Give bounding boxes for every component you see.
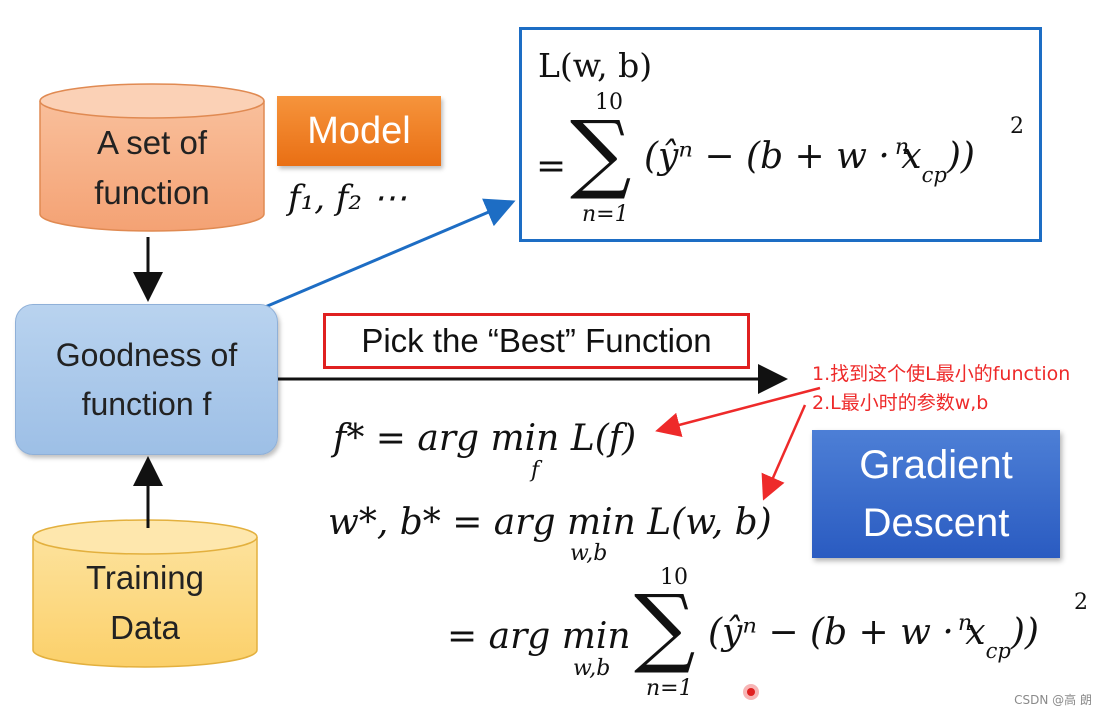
loss-sum-upper: 10 (595, 90, 623, 115)
loss-function-box: L(w, b) = 10 ∑ n=1 (ŷⁿ − (b + w · xcp)) … (519, 27, 1042, 242)
loss-sigma: ∑ (570, 103, 632, 203)
watermark: CSDN @高 朗 (1014, 693, 1092, 707)
loss-x-sup: n (895, 135, 910, 160)
set-of-function-cylinder (39, 83, 265, 232)
expanded-x-sup: n (958, 611, 973, 636)
loss-expression: (ŷⁿ − (b + w · xcp)) (644, 136, 975, 187)
expanded-sum-upper: 10 (660, 565, 688, 590)
arrow-goodness-to-loss (257, 198, 516, 312)
training-data-cylinder (32, 519, 258, 668)
set-of-function-line2: function (94, 174, 210, 211)
expanded-x-sub: cp (985, 639, 1011, 664)
loss-close: )) (946, 136, 975, 177)
expanded-close: )) (1010, 612, 1039, 653)
goodness-line2: function f (81, 385, 212, 422)
expanded-expr-text: (ŷⁿ − (b + w · x (708, 612, 986, 653)
annotation-arrow-1 (655, 386, 821, 438)
expanded-sum-lower: n=1 (646, 676, 693, 701)
expanded-square: 2 (1074, 590, 1088, 615)
loss-square: 2 (1010, 114, 1024, 139)
training-data-label: Training Data (33, 553, 257, 653)
training-data-line2: Data (110, 609, 180, 646)
annotation-note-2: 2.L最小时的参数w,b (812, 392, 989, 414)
set-of-function-line1: A set of (96, 124, 208, 161)
descent-label: Descent (862, 501, 1010, 545)
wb-star-subscript: w,b (570, 541, 608, 566)
gradient-label: Gradient (859, 443, 1013, 487)
model-box: Model (277, 96, 441, 166)
f-star-subscript: f (531, 458, 540, 483)
cursor-indicator (743, 684, 759, 700)
wb-star-equation: w*, b* = arg min L(w, b) (328, 502, 772, 543)
function-list: f₁, f₂ ⋯ (288, 178, 407, 218)
expanded-sigma: ∑ (634, 577, 696, 677)
expanded-expression: (ŷⁿ − (b + w · xcp)) (708, 612, 1039, 663)
set-of-function-label: A set of function (40, 118, 264, 218)
gradient-descent-box: Gradient Descent (812, 430, 1060, 558)
goodness-line1: Goodness of (55, 336, 238, 373)
loss-equals: = (536, 146, 567, 187)
pick-best-function-box: Pick the “Best” Function (323, 313, 750, 369)
loss-x-sub: cp (921, 163, 947, 188)
loss-title: L(w, b) (538, 46, 653, 85)
loss-sum-lower: n=1 (582, 202, 629, 227)
expanded-argmin-subscript: w,b (573, 656, 611, 681)
loss-expr-text: (ŷⁿ − (b + w · x (644, 136, 922, 177)
pick-best-function-label: Pick the “Best” Function (361, 322, 712, 359)
f-star-equation: f* = arg min L(f) (333, 418, 637, 459)
annotation-arrow-2 (761, 404, 807, 501)
goodness-of-function-box: Goodness of function f (15, 304, 278, 455)
training-data-line1: Training (86, 559, 204, 596)
expanded-argmin: = arg min (447, 616, 631, 657)
annotation-note-1: 1.找到这个使L最小的function (812, 363, 1071, 385)
model-label: Model (307, 109, 411, 152)
